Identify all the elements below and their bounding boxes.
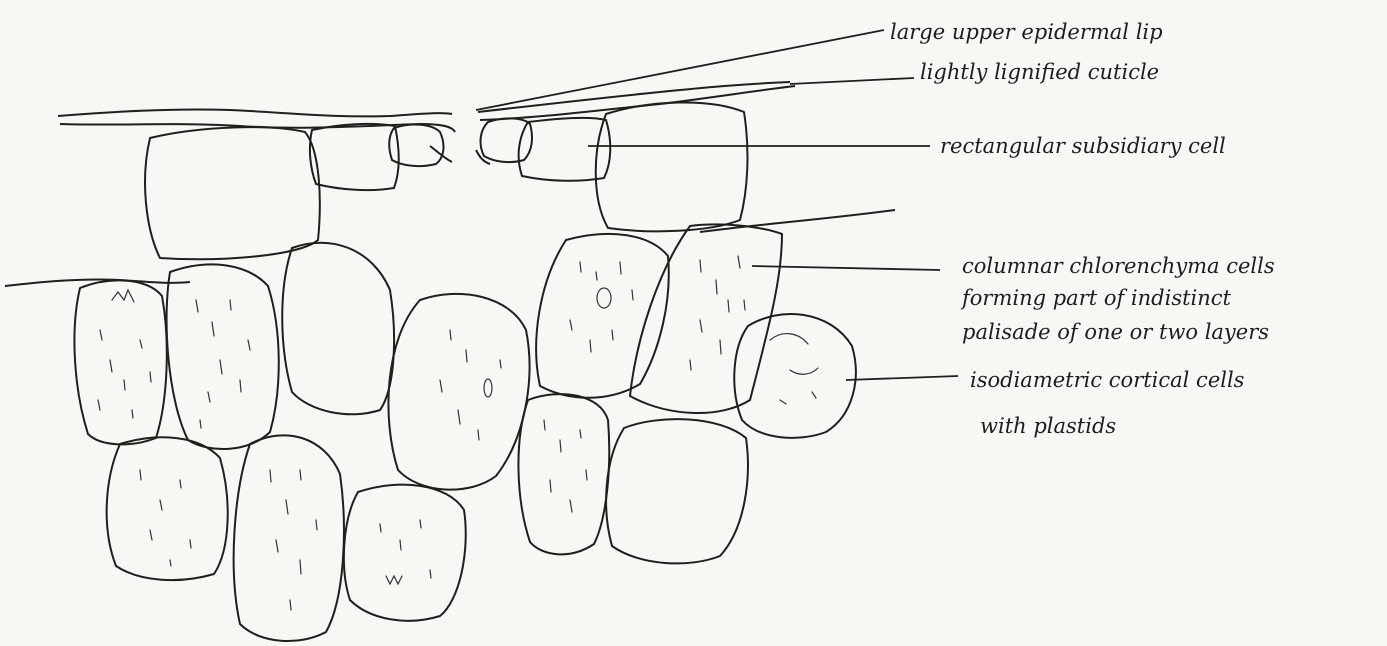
cell-cortical-round	[734, 314, 856, 438]
epidermal-cell-large-right	[596, 102, 748, 231]
label-chlorenchyma-3: palisade of one or two layers	[962, 318, 1269, 346]
mesophyll-cells	[74, 224, 855, 641]
leader-lines	[476, 30, 958, 380]
label-cortical-2: with plastids	[980, 412, 1116, 440]
label-upper-epidermal-lip: large upper epidermal lip	[890, 18, 1163, 46]
cell-left-2	[167, 264, 279, 449]
cell-center-round	[388, 294, 529, 490]
cell-left-3	[282, 243, 394, 415]
label-cortical-1: isodiametric cortical cells	[970, 366, 1244, 394]
label-lignified-cuticle: lightly lignified cuticle	[920, 58, 1159, 86]
label-chlorenchyma-2: forming part of indistinct	[962, 284, 1231, 312]
cell-bottom-2	[234, 435, 344, 641]
epidermal-cell-small-left	[310, 124, 399, 190]
label-subsidiary-cell: rectangular subsidiary cell	[940, 132, 1226, 160]
cell-chlor-2	[630, 224, 782, 413]
cell-bottom-1	[107, 437, 228, 580]
cell-chlor-1	[536, 234, 669, 398]
leader-cortical	[846, 376, 958, 380]
leader-cuticle	[790, 78, 914, 84]
cell-bottom-4	[518, 394, 609, 554]
cell-bottom-5	[606, 419, 748, 563]
guard-cell-right	[481, 118, 532, 162]
label-chlorenchyma-1: columnar chlorenchyma cells	[962, 252, 1275, 280]
cell-bottom-3	[344, 485, 466, 621]
epidermal-cell-large-left	[145, 127, 320, 259]
plastid-stippling	[98, 256, 818, 610]
cell-left-1	[74, 280, 166, 444]
cuticle-layer	[5, 82, 895, 286]
leader-lip	[476, 30, 884, 110]
